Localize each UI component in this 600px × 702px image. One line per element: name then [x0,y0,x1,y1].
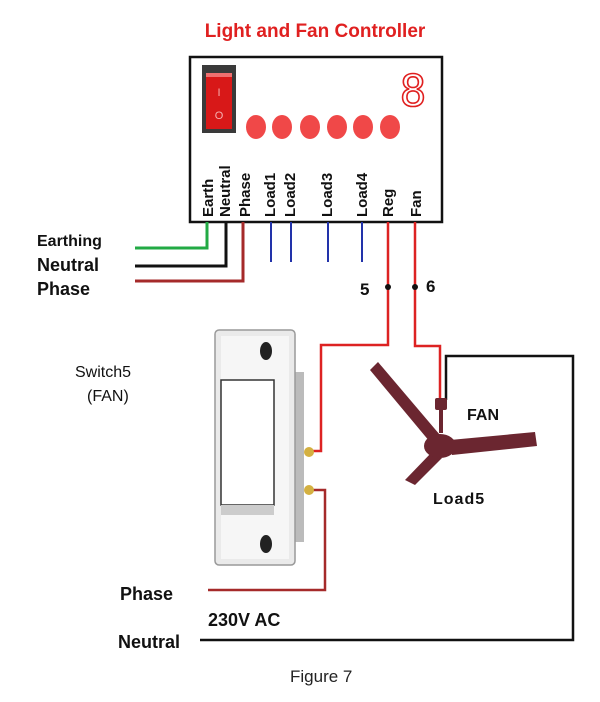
indicator-led [380,115,400,139]
fan-neutral-wire [200,354,575,642]
terminal-label-reg: Reg [380,189,397,217]
fan-wire [413,222,442,400]
node-5-dot [385,284,391,290]
terminal-label-load4: Load4 [354,172,371,217]
reg-wire [305,222,390,453]
node-6-label: 6 [426,277,435,296]
rocker-switch: I O [202,65,236,133]
mains-neutral-label: Neutral [118,632,180,652]
indicator-led [327,115,347,139]
figure-caption: Figure 7 [290,667,352,686]
neutral-wire [135,222,228,268]
fan-switch [214,329,314,566]
fan-label: FAN [467,407,499,424]
indicator-led [353,115,373,139]
load-wires [270,222,363,262]
earthing-label: Earthing [37,233,102,250]
terminal-label-phase: Phase [237,173,254,217]
indicator-led [246,115,266,139]
indicator-led [300,115,320,139]
terminal-label-load1: Load1 [262,173,279,217]
terminal-label-fan: Fan [408,190,425,217]
phase-label: Phase [37,279,90,299]
terminal-label-earth: Earth [200,179,217,217]
terminal-label-neutral: Neutral [217,165,234,217]
mains-phase-wire [208,488,327,592]
rocker-on-mark: I [217,87,220,99]
node-6-dot [412,284,418,290]
indicator-led [272,115,292,139]
switch-sublabel: (FAN) [87,388,129,405]
neutral-label: Neutral [37,255,99,275]
earth-wire [135,222,209,250]
switch-label: Switch5 [75,364,131,381]
load5-label: Load5 [433,491,485,508]
mains-phase-label: Phase [120,584,173,604]
ceiling-fan-icon [370,362,537,485]
diagram-title: Light and Fan Controller [205,21,426,42]
seven-segment-display: 8 [400,66,427,117]
terminal-label-load3: Load3 [319,173,336,217]
phase-wire [135,222,245,283]
rocker-off-mark: O [215,110,224,122]
node-5-label: 5 [360,280,369,299]
mains-voltage-label: 230V AC [208,610,280,630]
terminal-label-load2: Load2 [282,173,299,217]
